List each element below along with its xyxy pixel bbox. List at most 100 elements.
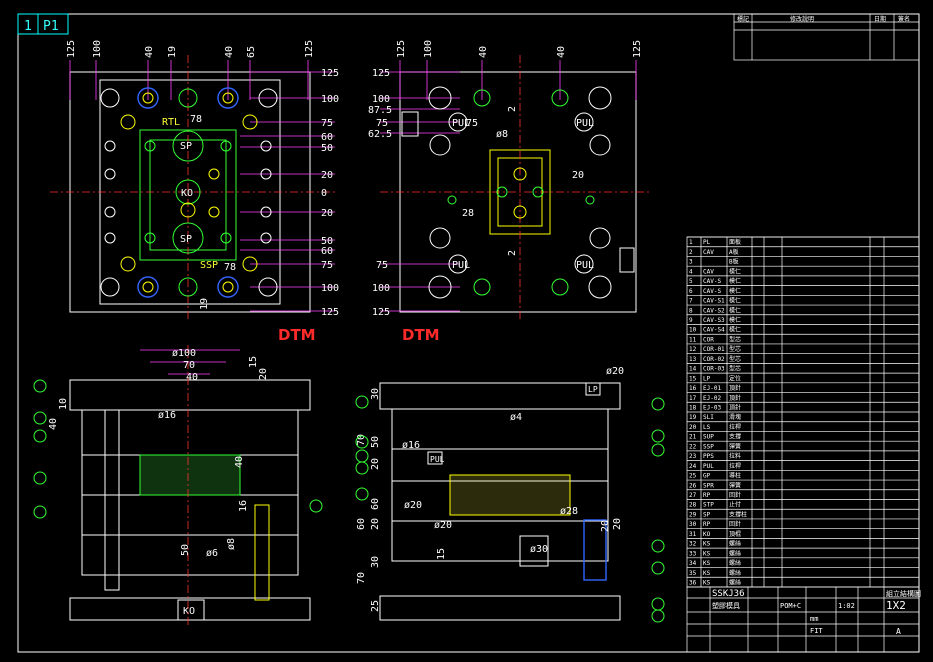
core-insert — [139, 454, 241, 496]
parts-cell: 模仁 — [729, 277, 741, 285]
dim-label: ø20 — [606, 366, 624, 377]
parts-cell: 模仁 — [729, 306, 741, 314]
parts-cell: KS — [703, 580, 711, 587]
parts-cell: COR-02 — [703, 356, 725, 363]
parts-cell: CAV-S3 — [703, 317, 725, 324]
ejector-pin — [254, 504, 270, 601]
rev-col-desc: 修改說明 — [790, 15, 814, 23]
page-count: 1X2 — [886, 599, 906, 612]
spacer-block — [81, 534, 299, 576]
dim-label: ø6 — [206, 548, 218, 559]
parts-cell: 13 — [689, 356, 697, 363]
parts-cell: 滑塊 — [729, 413, 741, 421]
dim-label: 20 — [612, 518, 623, 530]
dim-label: 40 — [144, 46, 155, 58]
parts-cell: 拉桿 — [729, 462, 741, 470]
label-pul: PUL — [452, 118, 470, 129]
parts-cell: 35 — [689, 570, 697, 577]
parts-cell: 回針 — [729, 520, 741, 528]
parts-cell: RP — [703, 492, 711, 499]
parts-cell: B板 — [729, 258, 739, 266]
dim-label: ø16 — [158, 410, 176, 421]
parts-cell: 支撐 — [729, 433, 741, 441]
parts-cell: 螺絲 — [729, 559, 741, 567]
parts-cell: 頂棍 — [729, 530, 741, 538]
parts-cell: SLI — [703, 414, 714, 421]
parts-cell: 1 — [689, 239, 693, 246]
parts-cell: 模仁 — [729, 316, 741, 324]
parts-cell: 27 — [689, 492, 697, 499]
dim-label: 50 — [321, 143, 333, 154]
dim-label: 16 — [238, 500, 249, 512]
parts-cell: SP — [703, 511, 711, 518]
parts-cell: 16 — [689, 385, 697, 392]
parts-cell: 8 — [689, 307, 693, 314]
dim-label: ø28 — [560, 506, 578, 517]
dim-label: ø20 — [434, 520, 452, 531]
dim-label: 20 — [321, 208, 333, 219]
dim-label: 100 — [372, 94, 390, 105]
dim-label: ø30 — [530, 544, 548, 555]
parts-cell: 21 — [689, 434, 697, 441]
guide-pin — [104, 409, 120, 591]
dim-label: 15 — [248, 356, 259, 368]
dim-label: 50 — [370, 436, 381, 448]
dim-label: 60 — [356, 518, 367, 530]
parts-cell: CAV-S — [703, 288, 721, 295]
dim-label: 2 — [507, 106, 518, 112]
dim-label: 70 — [183, 360, 195, 371]
dim-label: 60 — [370, 498, 381, 510]
parts-cell: 7 — [689, 298, 693, 305]
bottom-left-view: KO ø100 70 40 15 20 ø16 40 10 16 50 ø8 4… — [48, 345, 311, 625]
parts-cell: 螺絲 — [729, 540, 741, 548]
bottom-plate — [379, 595, 621, 621]
dim-label: 19 — [199, 298, 210, 310]
parts-cell: 29 — [689, 511, 697, 518]
dim-label: 75 — [376, 260, 388, 271]
parts-cell: 9 — [689, 317, 693, 324]
dim-label: 15 — [436, 548, 447, 560]
parts-cell: 3 — [689, 259, 693, 266]
dim-label: ø4 — [510, 412, 522, 423]
dim-label: 40 — [224, 46, 235, 58]
dim-label: 60 — [321, 246, 333, 257]
side-lug — [401, 111, 419, 137]
ko-box — [177, 599, 205, 621]
top-plate — [69, 379, 311, 411]
rev-col-sign: 簽名 — [898, 15, 910, 23]
parts-cell: 拉桿 — [729, 423, 741, 431]
dim-label: 100 — [321, 283, 339, 294]
parts-cell: 彈簧 — [729, 442, 741, 450]
sheet-number: 1 — [24, 19, 32, 34]
label-pul: PUL — [430, 455, 445, 464]
parts-cell: 模仁 — [729, 287, 741, 295]
brand-mark: DTM — [402, 326, 440, 344]
dim-label: 125 — [632, 40, 643, 58]
parts-cell: PPS — [703, 453, 714, 460]
dim-label: 78 — [224, 262, 236, 273]
top-left-holes — [100, 87, 278, 298]
parts-cell: 拉料 — [729, 452, 741, 460]
a-plate — [391, 408, 609, 450]
parts-cell: 17 — [689, 395, 697, 402]
parts-cell: 15 — [689, 375, 697, 382]
parts-cell: SUP — [703, 434, 714, 441]
label-pul: PUL — [576, 260, 594, 271]
parts-cell: 型芯 — [729, 335, 741, 343]
parts-cell: LP — [703, 375, 711, 382]
parts-cell: COR-03 — [703, 366, 725, 373]
lp-box — [585, 382, 601, 396]
parts-cell: 14 — [689, 366, 697, 373]
parts-cell: CAV-S — [703, 278, 721, 285]
parts-cell: 36 — [689, 580, 697, 587]
dim-label: 100 — [372, 283, 390, 294]
top-right-left-dims: 125 100 87.5 75 62.5 75 100 125 — [368, 68, 392, 318]
dim-label: 40 — [48, 418, 59, 430]
unit: mm — [810, 615, 818, 623]
parts-cell: 25 — [689, 473, 697, 480]
dim-label: ø16 — [402, 440, 420, 451]
parts-cell: 5 — [689, 278, 693, 285]
parts-cell: 回針 — [729, 491, 741, 499]
parts-cell: 螺絲 — [729, 549, 741, 557]
